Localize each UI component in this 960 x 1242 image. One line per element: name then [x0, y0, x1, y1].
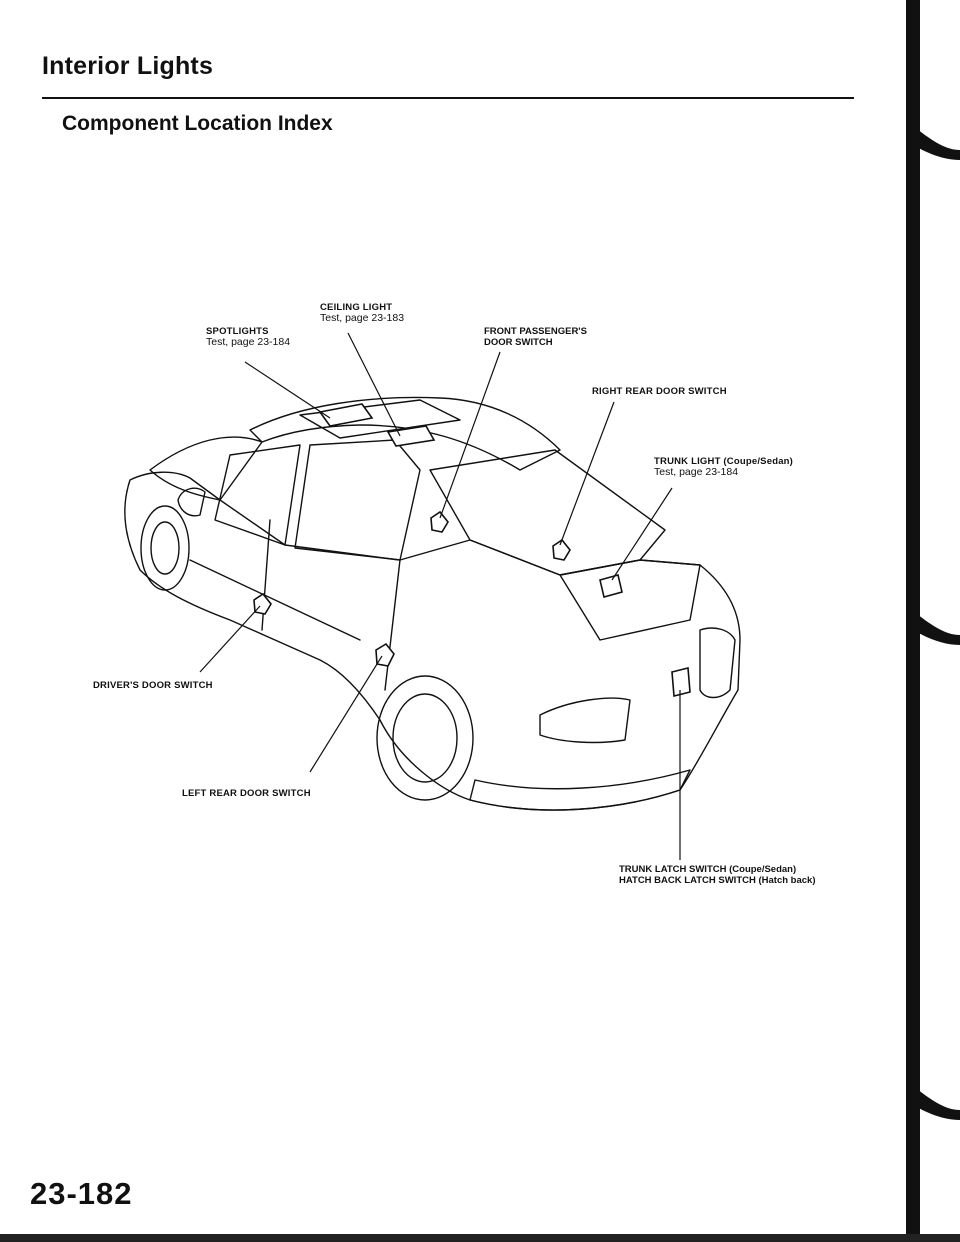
- page-number: 23-182: [30, 1176, 133, 1211]
- leader-ceiling-light: [347, 332, 401, 437]
- callout-trunk-latch-switch: TRUNK LATCH SWITCH (Coupe/Sedan) HATCH B…: [619, 864, 816, 886]
- callout-trunk-latch-line2: HATCH BACK LATCH SWITCH (Hatch back): [619, 875, 816, 886]
- callout-front-passenger-line1: FRONT PASSENGER'S: [484, 326, 587, 337]
- side-mirror: [177, 487, 206, 517]
- front-wheel: [140, 505, 190, 591]
- callout-right-rear-door-switch: RIGHT REAR DOOR SWITCH: [592, 386, 727, 397]
- rear-door-line: [384, 559, 401, 691]
- callout-spotlights-test: Test, page 23-184: [206, 336, 291, 348]
- callout-right-rear-name: RIGHT REAR DOOR SWITCH: [592, 386, 727, 397]
- callout-ceiling-light: CEILING LIGHT Test, page 23-183: [320, 302, 404, 324]
- callout-left-rear-door-switch: LEFT REAR DOOR SWITCH: [182, 788, 311, 799]
- rear-bumper: [469, 769, 691, 811]
- callout-trunk-light-test: Test, page 23-184: [654, 466, 739, 478]
- trunk-light-lamp: [599, 574, 623, 598]
- drivers-door-switch: [253, 592, 272, 615]
- callout-trunk-light: TRUNK LIGHT (Coupe/Sedan) Test, page 23-…: [654, 456, 793, 478]
- trunk-latch-switch: [671, 666, 691, 698]
- page-title: Interior Lights: [42, 52, 214, 80]
- left-rear-door-switch: [375, 642, 395, 667]
- right-rear-door-switch: [552, 538, 571, 561]
- rear-wheel: [376, 675, 474, 801]
- binder-tab-1: [906, 120, 960, 160]
- spotlight-lamp: [318, 403, 374, 427]
- footer-bar: [0, 1234, 960, 1242]
- callout-drivers-door-name: DRIVER'S DOOR SWITCH: [93, 680, 213, 691]
- trunk-lid: [559, 559, 701, 641]
- windshield: [149, 436, 263, 501]
- leader-trunk-light: [611, 487, 673, 581]
- callout-ceiling-light-name: CEILING LIGHT: [320, 302, 393, 313]
- front-passenger-door-switch: [430, 510, 449, 533]
- callout-ceiling-light-test: Test, page 23-183: [320, 312, 405, 324]
- callout-trunk-latch-line1: TRUNK LATCH SWITCH (Coupe/Sedan): [619, 864, 797, 875]
- ceiling-light-lamp: [386, 425, 436, 447]
- binder-tab-3: [906, 1080, 960, 1120]
- leader-left-rear: [309, 655, 383, 773]
- title-divider: [42, 97, 854, 99]
- sunroof: [299, 399, 461, 439]
- callout-drivers-door-switch: DRIVER'S DOOR SWITCH: [93, 680, 213, 691]
- leader-spotlights: [244, 361, 331, 419]
- rear-side-window: [294, 439, 421, 561]
- tail-light-right: [699, 627, 736, 699]
- callout-spotlights-name: SPOTLIGHTS: [206, 326, 269, 337]
- leader-front-passenger: [439, 351, 501, 519]
- callout-front-passenger-line2: DOOR SWITCH: [484, 337, 553, 348]
- tail-light: [539, 697, 631, 744]
- leader-drivers-door: [199, 605, 261, 673]
- car-roof: [249, 396, 561, 471]
- callout-front-passenger-door-switch: FRONT PASSENGER'S DOOR SWITCH: [484, 326, 587, 348]
- leader-right-rear: [559, 401, 615, 546]
- callout-spotlights: SPOTLIGHTS Test, page 23-184: [206, 326, 290, 348]
- binder-tab-2: [906, 605, 960, 645]
- section-subtitle: Component Location Index: [62, 112, 333, 135]
- callout-trunk-light-name: TRUNK LIGHT (Coupe/Sedan): [654, 456, 794, 467]
- callout-left-rear-name: LEFT REAR DOOR SWITCH: [182, 788, 311, 799]
